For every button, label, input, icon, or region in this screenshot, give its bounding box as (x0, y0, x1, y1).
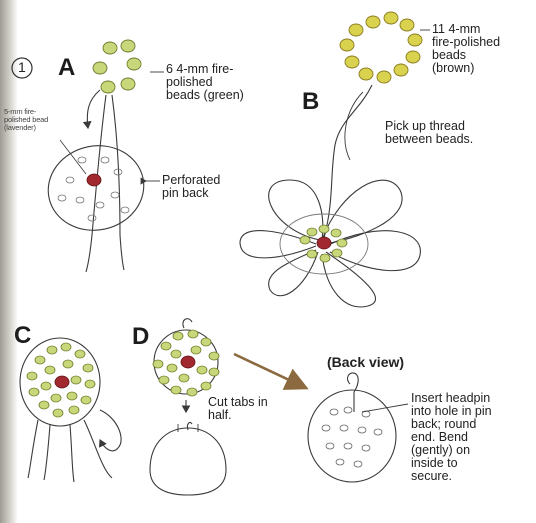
b-beads-label: 11 4-mm fire-polished beads (brown) (432, 23, 500, 75)
a-center-bead (87, 174, 101, 186)
back-view-instruction: Insert headpin into hole in pin back; ro… (411, 392, 492, 483)
b-center-bead (317, 237, 331, 249)
d-center-bead (181, 356, 195, 368)
panel-c-letter: C (14, 322, 31, 350)
panel-d-letter: D (132, 323, 149, 351)
back-view-heading: (Back view) (327, 354, 404, 370)
c-center-bead (55, 376, 69, 388)
a-pin-back-label: Perforated pin back (162, 174, 220, 200)
b-instruction: Pick up thread between beads. (385, 120, 473, 146)
step-number: 1 (18, 59, 26, 75)
a-beads-label: 6 4-mm fire- polished beads (green) (166, 63, 244, 102)
panel-a-letter: A (58, 54, 75, 82)
a-center-bead-label: 5-mm fire- polished bead (lavender) (4, 108, 48, 132)
d-cut-label: Cut tabs in half. (208, 396, 268, 422)
back-view-illustration (308, 373, 408, 482)
d-to-back-view-arrow (234, 354, 304, 387)
b-brown-bead-ring (340, 12, 422, 83)
a-green-bead-ring (93, 40, 141, 93)
panel-b-letter: B (302, 88, 319, 116)
